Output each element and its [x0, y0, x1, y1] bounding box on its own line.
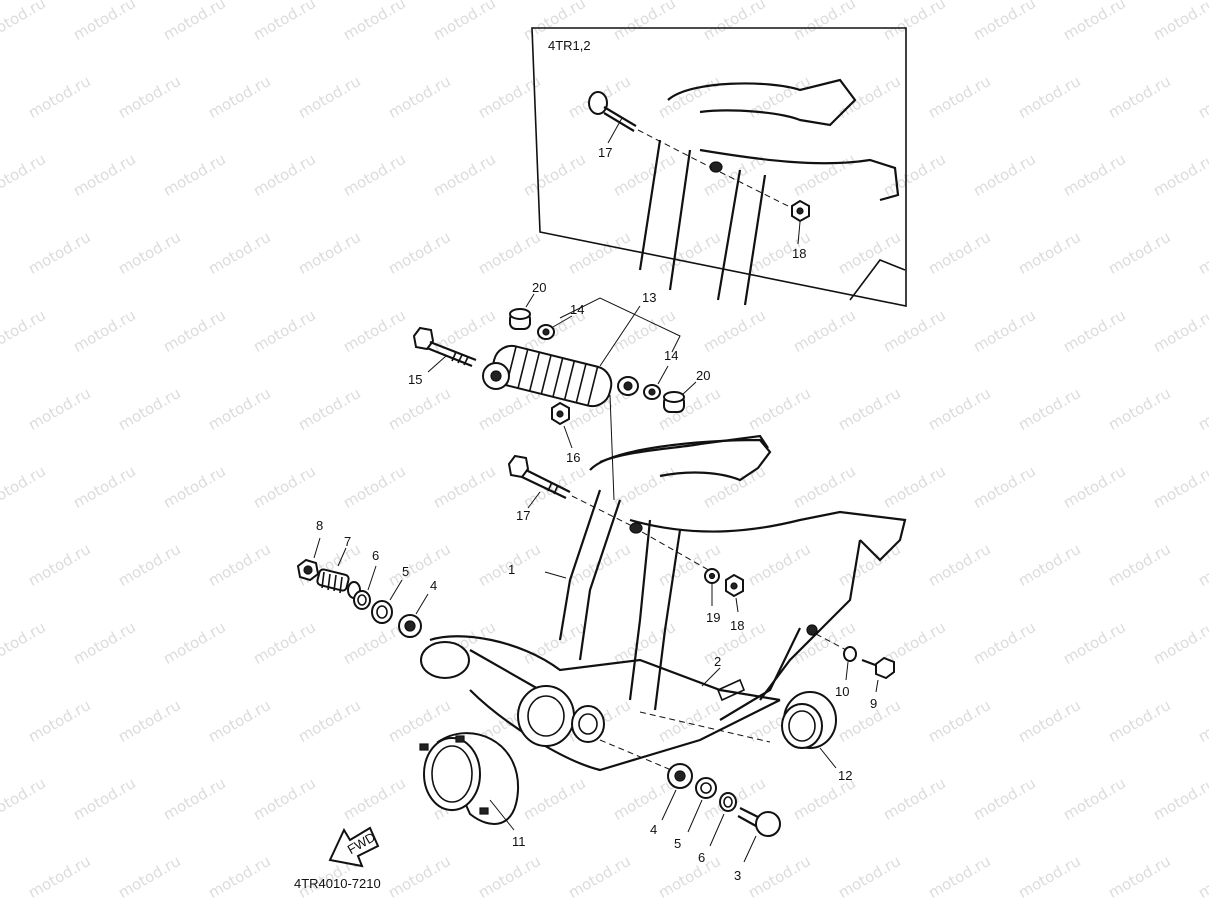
nut-16	[551, 401, 570, 426]
swingarm-bearing-housing	[517, 685, 575, 747]
shock-to-frame-leader	[609, 394, 615, 501]
collar-20-lower	[663, 391, 685, 413]
inset-frame-tube-right-b	[743, 174, 767, 306]
frame-mount-boss	[629, 522, 643, 534]
shock-absorber	[482, 344, 639, 501]
collar-6-left	[353, 590, 371, 610]
frame-crossmember	[629, 510, 907, 562]
nut-18	[725, 573, 744, 598]
callout-13-bracket	[559, 297, 681, 353]
cap-12	[781, 691, 837, 749]
pivot-bolt-3	[737, 807, 781, 837]
inset-panel: 4TR1,2 17 18	[531, 27, 907, 307]
callout-20-upper: 20	[532, 280, 546, 295]
callout-2: 2	[714, 654, 721, 669]
swingarm-pivot-tube-end	[420, 641, 470, 679]
part-code: 4TR4010-7210	[294, 876, 381, 891]
callout-20-lower: 20	[696, 368, 710, 383]
inset-frame-crossbar	[699, 148, 900, 202]
callout-18-main: 18	[730, 618, 744, 633]
callout-11: 11	[512, 834, 526, 849]
collar-20-upper	[509, 308, 531, 330]
inset-frame-tube-left	[638, 139, 662, 271]
inset-frame-lower	[849, 259, 906, 301]
callout-14-lower: 14	[664, 348, 678, 363]
inset-frame-tube-left-b	[668, 149, 692, 291]
callout-5-left: 5	[402, 564, 409, 579]
callout-8: 8	[316, 518, 323, 533]
swingarm-bushing	[571, 705, 605, 743]
callout-14-upper: 14	[570, 302, 584, 317]
pivot-shaft-7	[316, 568, 361, 599]
callout-17-main: 17	[516, 508, 530, 523]
inset-mount-boss	[709, 161, 723, 173]
callout-4-right: 4	[650, 822, 657, 837]
fwd-arrow-icon: FWD	[328, 826, 380, 868]
callout-9: 9	[870, 696, 877, 711]
boot-11	[419, 732, 520, 825]
callout-12: 12	[838, 768, 852, 783]
frame-rear-stay-b	[719, 627, 801, 721]
callout-16: 16	[566, 450, 580, 465]
frame-tube-1	[558, 489, 602, 641]
inset-bolt-17	[588, 91, 713, 169]
callout-18-inset: 18	[792, 246, 806, 261]
swing-arm	[420, 635, 781, 772]
inset-border	[531, 27, 907, 307]
callout-6-left: 6	[372, 548, 379, 563]
inset-frame-top	[667, 78, 857, 127]
callout-6-right: 6	[698, 850, 705, 865]
bolt-9	[861, 656, 895, 680]
seal-5-left	[371, 600, 393, 624]
inset-nut-18	[719, 171, 810, 223]
frame-tube-2	[628, 519, 652, 701]
frame-rear-boss	[806, 624, 818, 636]
callout-3: 3	[734, 868, 741, 883]
collar-6-right	[719, 792, 737, 812]
rear-frame	[558, 434, 907, 721]
seal-5-right	[695, 777, 717, 799]
callout-10: 10	[835, 684, 849, 699]
callout-13: 13	[642, 290, 656, 305]
bolt-17	[507, 454, 633, 527]
callout-15: 15	[408, 372, 422, 387]
inset-label: 4TR1,2	[548, 38, 591, 53]
bolt-15	[412, 326, 477, 368]
frame-tube-2b	[653, 529, 682, 711]
frame-rear-stay	[759, 539, 862, 701]
swingarm-upper-edge	[429, 635, 781, 702]
callout-5-right: 5	[674, 836, 681, 851]
washer-10	[843, 646, 857, 662]
callout-19: 19	[706, 610, 720, 625]
swingarm-tag	[716, 678, 746, 702]
nut-8	[296, 558, 320, 582]
callout-17-inset: 17	[598, 145, 612, 160]
callout-1: 1	[508, 562, 515, 577]
swingarm-lower-edge	[469, 689, 781, 772]
inset-frame-tube-right	[716, 169, 742, 301]
shock-spring-body	[491, 344, 613, 408]
callout-7: 7	[344, 534, 351, 549]
frame-top-rail-inner	[599, 434, 769, 464]
frame-tube-1b	[578, 499, 622, 661]
callout-4-left: 4	[430, 578, 437, 593]
